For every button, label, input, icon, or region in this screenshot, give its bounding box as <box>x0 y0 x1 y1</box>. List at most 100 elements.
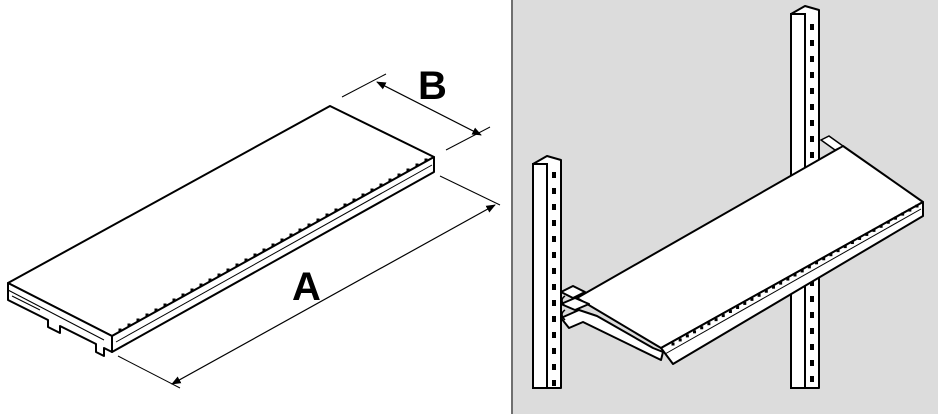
upright-slot <box>552 300 556 306</box>
perforation <box>886 220 890 224</box>
mounted-view <box>513 0 938 414</box>
perforation <box>118 328 122 332</box>
upright-slot <box>810 24 814 30</box>
perforation <box>253 253 257 257</box>
perforation <box>235 263 239 267</box>
dimension-a: A <box>117 175 501 389</box>
perforation <box>757 293 761 297</box>
perforation <box>181 293 185 297</box>
perforation <box>136 318 140 322</box>
upright-slot <box>552 284 556 290</box>
perforation <box>334 208 338 212</box>
perforation <box>764 289 768 293</box>
perforation <box>893 216 897 220</box>
perforation <box>793 273 797 277</box>
perforation <box>127 323 131 327</box>
perforation <box>370 188 374 192</box>
perforation <box>379 183 383 187</box>
upright-slot <box>810 40 814 46</box>
perforation <box>172 298 176 302</box>
upright-slot <box>810 56 814 62</box>
upright-slot <box>810 296 814 302</box>
perforation <box>343 203 347 207</box>
mounted-shelf-lip <box>660 201 924 365</box>
perforation <box>779 281 783 285</box>
upright-slot <box>552 316 556 322</box>
perforation <box>872 228 876 232</box>
upright-slot <box>810 360 814 366</box>
perforation <box>800 269 804 273</box>
mounted-shelf-drawing <box>532 5 924 389</box>
perforation <box>307 223 311 227</box>
upright-slot <box>810 376 814 382</box>
perforation <box>843 245 847 249</box>
perforation <box>714 318 718 322</box>
perforation <box>217 273 221 277</box>
front-upright <box>532 155 562 389</box>
shelf-drawing: B A <box>7 64 501 389</box>
dimension-a-label: A <box>292 265 321 309</box>
perforation <box>145 313 149 317</box>
dimension-b: B <box>341 64 491 151</box>
perforation <box>289 233 293 237</box>
perforation <box>707 322 711 326</box>
perforation <box>244 258 248 262</box>
perforation <box>786 277 790 281</box>
perforation <box>199 283 203 287</box>
perforation <box>352 198 356 202</box>
perforation <box>815 261 819 265</box>
perforation <box>858 236 862 240</box>
upright-slot <box>552 348 556 354</box>
perforation <box>154 308 158 312</box>
perforation <box>700 326 704 330</box>
upright-slot <box>552 220 556 226</box>
perforation <box>298 228 302 232</box>
upright-slot <box>810 312 814 318</box>
perforation <box>908 208 912 212</box>
shelf-left-end <box>7 282 113 357</box>
upright-slot <box>810 152 814 158</box>
upright-slot <box>810 88 814 94</box>
perforation <box>685 334 689 338</box>
perforation <box>693 330 697 334</box>
upright-slot <box>810 72 814 78</box>
perforation <box>678 338 682 342</box>
perforation <box>865 232 869 236</box>
upright-slot <box>552 204 556 210</box>
perforation <box>415 163 419 167</box>
upright-slot <box>810 136 814 142</box>
upright-slot <box>552 188 556 194</box>
upright-slot <box>552 268 556 274</box>
perforation <box>361 193 365 197</box>
perforation <box>208 278 212 282</box>
perforation <box>163 303 167 307</box>
upright-slot <box>552 172 556 178</box>
upright-slot <box>810 344 814 350</box>
upright-slot <box>552 332 556 338</box>
perforation <box>424 158 428 162</box>
perforation <box>807 265 811 269</box>
perforation <box>736 305 740 309</box>
upright-slot <box>810 120 814 126</box>
perforation <box>750 297 754 301</box>
perforation <box>671 342 675 346</box>
perforation <box>190 288 194 292</box>
perforation <box>743 301 747 305</box>
perforation <box>879 224 883 228</box>
perforation <box>822 257 826 261</box>
perforation <box>271 243 275 247</box>
perforation <box>915 204 919 208</box>
perforation <box>388 178 392 182</box>
mounted-shelf-perforations <box>671 204 919 346</box>
perforation <box>325 213 329 217</box>
perforation <box>771 285 775 289</box>
upright-slot <box>552 380 556 386</box>
perforation <box>728 310 732 314</box>
perforation <box>836 249 840 253</box>
perforation <box>316 218 320 222</box>
panel-divider <box>511 0 513 414</box>
upright-slot <box>810 328 814 334</box>
perforation <box>262 248 266 252</box>
perforation <box>829 253 833 257</box>
